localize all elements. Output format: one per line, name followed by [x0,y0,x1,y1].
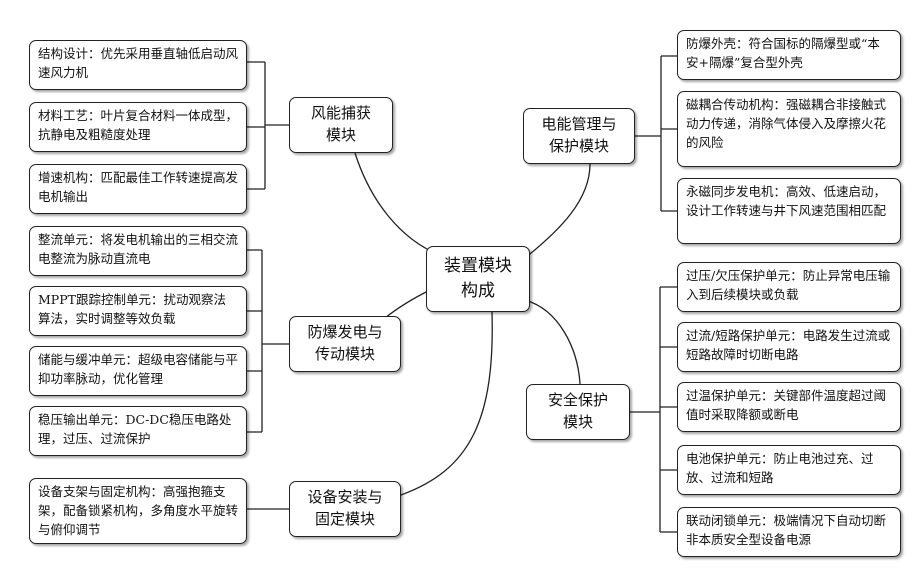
leaf-current-protection: 过流/短路保护单元：电路发生过流或短路故障时切断电路 [677,322,901,372]
branch-energy-management: 电能管理与保护模块 [523,108,635,164]
link-center-power [385,290,430,318]
leaf-pm-generator: 永磁同步发电机：高效、低速启动，设计工作转速与井下风速范围相匹配 [677,178,901,244]
link-center-wind [355,153,442,256]
branch-power-generation: 防爆发电与传动模块 [289,316,401,372]
leaf-voltage-regulator: 稳压输出单元：DC-DC稳压电路处理，过压、过流保护 [29,406,247,456]
leaf-wind-structure: 结构设计：优先采用垂直轴低启动风速风力机 [29,40,247,90]
link-center-safety [525,300,580,384]
link-center-install [401,312,492,495]
leaf-energy-storage: 储能与缓冲单元：超级电容储能与平抑功率脉动，优化管理 [29,346,247,396]
bracket-power [247,250,289,432]
leaf-wind-material: 材料工艺：叶片复合材料一体成型，抗静电及粗糙度处理 [29,102,247,152]
leaf-rectifier: 整流单元：将发电机输出的三相交流电整流为脉动直流电 [29,226,247,276]
leaf-magnetic-coupling: 磁耦合传动机构：强磁耦合非接触式动力传递，消除气体侵入及摩擦火花的风险 [677,91,901,167]
bracket-wind [247,62,289,189]
leaf-battery-protection: 电池保护单元：防止电池过充、过放、过流和短路 [677,445,901,495]
leaf-explosion-enclosure: 防爆外壳：符合国标的隔爆型或“本安+隔爆”复合型外壳 [677,30,901,80]
leaf-interlock: 联动闭锁单元：极端情况下自动切断非本质安全型设备电源 [677,507,901,557]
branch-safety-protection: 安全保护模块 [526,384,630,440]
leaf-temperature-protection: 过温保护单元：关键部件温度超过阈值时采取降额或断电 [677,382,901,432]
link-center-energy [525,164,590,258]
branch-installation: 设备安装与固定模块 [289,481,401,537]
branch-wind-capture: 风能捕获模块 [289,97,393,153]
bracket-energy [635,56,677,211]
center-node: 装置模块构成 [426,246,530,312]
leaf-mppt: MPPT跟踪控制单元：扰动观察法算法，实时调整等效负载 [29,286,247,336]
leaf-bracket: 设备支架与固定机构：高强抱箍支架，配备锁紧机构，多角度水平旋转与俯仰调节 [29,478,247,544]
leaf-wind-gearbox: 增速机构：匹配最佳工作转速提高发电机输出 [29,164,247,214]
bracket-safety [630,287,677,532]
leaf-voltage-protection: 过压/欠压保护单元：防止异常电压输入到后续模块或负载 [677,262,901,312]
